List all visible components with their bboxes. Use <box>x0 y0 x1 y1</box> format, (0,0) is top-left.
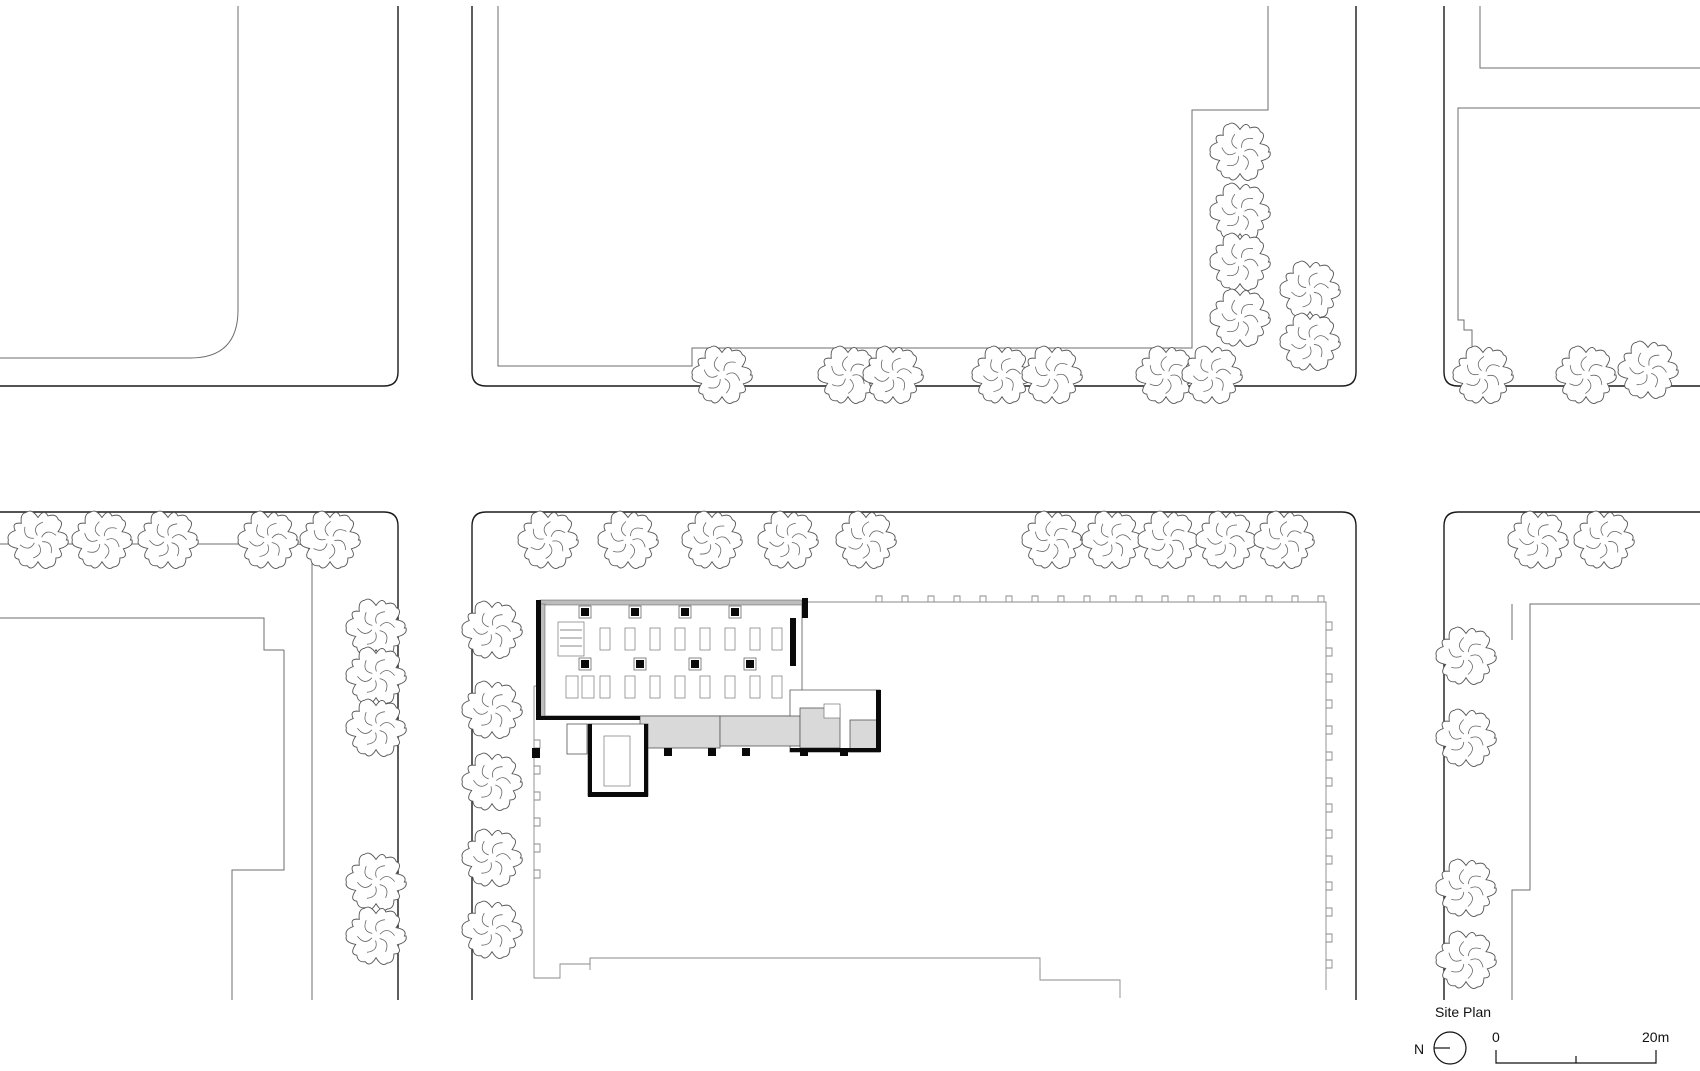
tree-icon <box>345 598 407 657</box>
tree-icon <box>1435 626 1497 685</box>
tree-icon <box>817 345 879 404</box>
tree-icon <box>1507 510 1569 569</box>
tree-icon <box>461 680 523 739</box>
tree-icon <box>1021 510 1083 569</box>
tree-icon <box>971 345 1033 404</box>
tree-icon <box>1573 510 1635 569</box>
tree-icon <box>1435 930 1497 989</box>
tree-icon <box>345 852 407 911</box>
tree-icon <box>1181 345 1243 404</box>
tree-icon <box>1435 708 1497 767</box>
tree-icon <box>461 752 523 811</box>
tree-icon <box>681 510 743 569</box>
north-arrow-icon <box>1433 1031 1467 1065</box>
tree-icon <box>1135 345 1197 404</box>
tree-icon <box>461 828 523 887</box>
scale-start-label: 0 <box>1492 1029 1500 1045</box>
tree-icon <box>1452 345 1514 404</box>
tree-icon <box>1279 260 1341 319</box>
tree-icon <box>345 646 407 705</box>
tree-icon <box>691 345 753 404</box>
tree-icon <box>345 698 407 757</box>
plan-title: Site Plan <box>1435 1004 1491 1020</box>
tree-icon <box>299 510 361 569</box>
tree-icon <box>71 510 133 569</box>
tree-icon <box>1209 288 1271 347</box>
tree-icon <box>1209 182 1271 241</box>
tree-icon <box>137 510 199 569</box>
tree-icon <box>1253 510 1315 569</box>
tree-icon <box>597 510 659 569</box>
north-label: N <box>1414 1041 1424 1057</box>
tree-icon <box>1279 312 1341 371</box>
tree-icon <box>862 345 924 404</box>
tree-icon <box>1195 510 1257 569</box>
facade-serration <box>534 595 1333 969</box>
tree-icon <box>461 900 523 959</box>
building-ground-floor <box>532 598 881 797</box>
plan-legend: Site Plan N 0 20m <box>1414 1004 1669 1065</box>
tree-icon <box>1555 345 1617 404</box>
tree-icon <box>1137 510 1199 569</box>
tree-icon <box>1081 510 1143 569</box>
tree-icon <box>461 600 523 659</box>
tree-icon <box>1209 122 1271 181</box>
street-trees <box>7 122 1679 989</box>
scale-bar <box>1495 1050 1657 1064</box>
tree-icon <box>517 510 579 569</box>
tree-icon <box>757 510 819 569</box>
tree-icon <box>7 510 69 569</box>
property-lines <box>0 6 1700 1000</box>
tree-icon <box>1021 345 1083 404</box>
tree-icon <box>835 510 897 569</box>
tree-icon <box>1435 858 1497 917</box>
street-curbs <box>0 6 1700 1000</box>
tree-icon <box>1617 340 1679 399</box>
tree-icon <box>237 510 299 569</box>
tree-icon <box>1209 232 1271 291</box>
scale-end-label: 20m <box>1642 1029 1669 1045</box>
tree-icon <box>345 906 407 965</box>
